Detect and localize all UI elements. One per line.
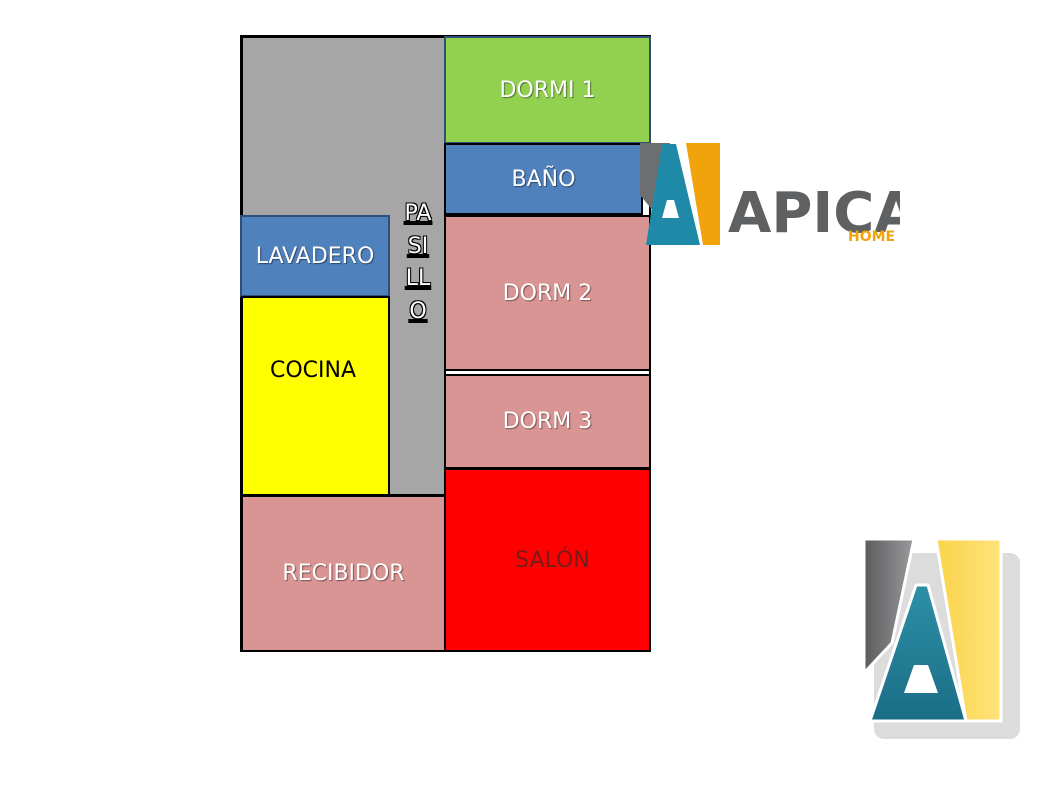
room-label: DORMI 1 xyxy=(499,77,596,103)
room-bano: BAÑO xyxy=(444,143,643,215)
room-label: SALÓN xyxy=(515,548,590,573)
room-dorm3: DORM 3 xyxy=(444,374,651,469)
apica-logo-tag: HOME xyxy=(848,229,895,245)
room-recibidor: RECIBIDOR xyxy=(241,495,446,652)
room-cocina: COCINA xyxy=(241,296,390,496)
room-dorm2: DORM 2 xyxy=(444,215,651,371)
apica-emblem xyxy=(856,535,1026,740)
room-dormi1: DORMI 1 xyxy=(444,36,651,144)
pasillo-label: PASILLO xyxy=(404,201,432,324)
room-label: DORM 3 xyxy=(502,409,593,434)
apica-logo-name: APICA xyxy=(728,181,900,246)
apica-logo: APICA HOME xyxy=(638,140,918,248)
room-label: RECIBIDOR xyxy=(282,561,405,586)
apica-emblem-icon xyxy=(862,537,1020,739)
room-label: COCINA xyxy=(270,358,357,383)
room-lavadero: LAVADERO xyxy=(240,215,390,297)
room-salon: SALÓN xyxy=(444,468,651,652)
room-label: BAÑO xyxy=(511,166,576,192)
room-label: DORM 2 xyxy=(502,280,593,306)
room-label: LAVADERO xyxy=(255,243,375,269)
apica-logo-icon: APICA HOME xyxy=(640,143,918,246)
